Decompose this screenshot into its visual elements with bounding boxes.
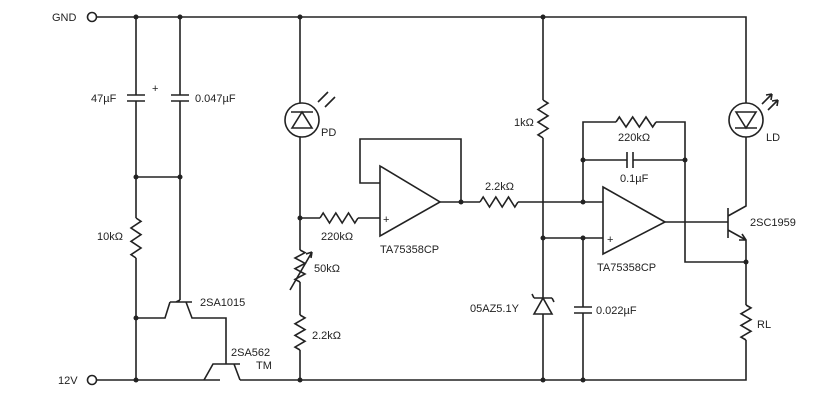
resistor-1k bbox=[536, 99, 550, 139]
laser-diode bbox=[728, 102, 764, 138]
r220k-fb-label: 220kΩ bbox=[618, 132, 650, 144]
opamp1-plus: + bbox=[383, 214, 389, 226]
junction bbox=[297, 215, 303, 221]
r1k-label: 1kΩ bbox=[514, 117, 534, 129]
light-arrows-icon bbox=[317, 91, 336, 108]
gnd-terminal bbox=[86, 11, 98, 23]
junction bbox=[743, 259, 749, 265]
opamp-1 bbox=[379, 164, 442, 238]
rl-label: RL bbox=[757, 319, 771, 331]
r2k2-series-label: 2.2kΩ bbox=[485, 181, 514, 193]
junction bbox=[458, 199, 464, 205]
emission-arrows-icon bbox=[761, 93, 779, 111]
junction bbox=[133, 377, 139, 383]
resistor-220k-input bbox=[319, 211, 359, 225]
junction bbox=[682, 157, 688, 163]
q-2sa562-suffix: TM bbox=[256, 360, 272, 372]
v12-terminal bbox=[86, 374, 98, 386]
junction bbox=[133, 174, 139, 180]
c01u-label: 0.1µF bbox=[620, 173, 649, 185]
photodiode bbox=[284, 102, 320, 138]
junction bbox=[133, 14, 139, 20]
zener-label: 05AZ5.1Y bbox=[470, 303, 520, 315]
q-2sc1959-label: 2SC1959 bbox=[750, 217, 796, 229]
v12-rail bbox=[97, 340, 747, 381]
c047u-label: 0.047µF bbox=[195, 93, 236, 105]
resistor-rl bbox=[739, 304, 753, 341]
laser-diode-symbol bbox=[734, 111, 758, 130]
photodiode-symbol bbox=[290, 110, 314, 129]
capacitor-47uf bbox=[127, 17, 145, 218]
r220k-in-label: 220kΩ bbox=[321, 231, 353, 243]
variable-arrow-icon bbox=[289, 251, 313, 291]
pd-label: PD bbox=[321, 127, 336, 139]
c47u-label: 47µF bbox=[91, 93, 117, 105]
r2k2-bias-label: 2.2kΩ bbox=[312, 330, 341, 342]
junction bbox=[297, 14, 303, 20]
transistor-2sa562 bbox=[203, 363, 241, 381]
resistor-2k2-bias bbox=[293, 314, 307, 351]
gnd-rail bbox=[97, 16, 747, 103]
junction bbox=[177, 174, 183, 180]
c022u-label: 0.022µF bbox=[596, 305, 637, 317]
gnd-label: GND bbox=[52, 12, 77, 24]
opamp1-label: TA75358CP bbox=[380, 244, 439, 256]
resistor-10k bbox=[129, 217, 143, 259]
junction bbox=[540, 235, 546, 241]
resistor-2k2-series bbox=[479, 195, 519, 209]
junction bbox=[177, 14, 183, 20]
junction bbox=[540, 14, 546, 20]
opamp2-plus: + bbox=[607, 234, 613, 246]
q-2sa562-label: 2SA562 bbox=[231, 347, 270, 359]
junction bbox=[297, 377, 303, 383]
junction bbox=[580, 157, 586, 163]
resistor-220k-feedback bbox=[615, 115, 657, 129]
v12-label: 12V bbox=[58, 375, 78, 387]
q-2sa1015-label: 2SA1015 bbox=[200, 297, 245, 309]
transistor-2sc1959 bbox=[727, 137, 747, 305]
junction bbox=[540, 377, 546, 383]
junctions bbox=[133, 14, 749, 383]
r10k-label: 10kΩ bbox=[97, 231, 123, 243]
opamp2-feedback bbox=[582, 121, 746, 263]
vr50k-label: 50kΩ bbox=[314, 263, 340, 275]
junction bbox=[580, 199, 586, 205]
junction bbox=[580, 377, 586, 383]
opamp2-label: TA75358CP bbox=[597, 262, 656, 274]
transistor-2sa1015 bbox=[136, 299, 227, 364]
capacitor-0047uf bbox=[171, 17, 189, 300]
capacitor-0022uf bbox=[574, 238, 592, 380]
junction bbox=[133, 315, 139, 321]
c47u-plus: + bbox=[152, 83, 158, 95]
junction bbox=[580, 235, 586, 241]
ld-label: LD bbox=[766, 132, 780, 144]
opamp1-feedback bbox=[359, 138, 480, 203]
zener-diode bbox=[531, 293, 555, 315]
opamp-2 bbox=[602, 185, 667, 256]
